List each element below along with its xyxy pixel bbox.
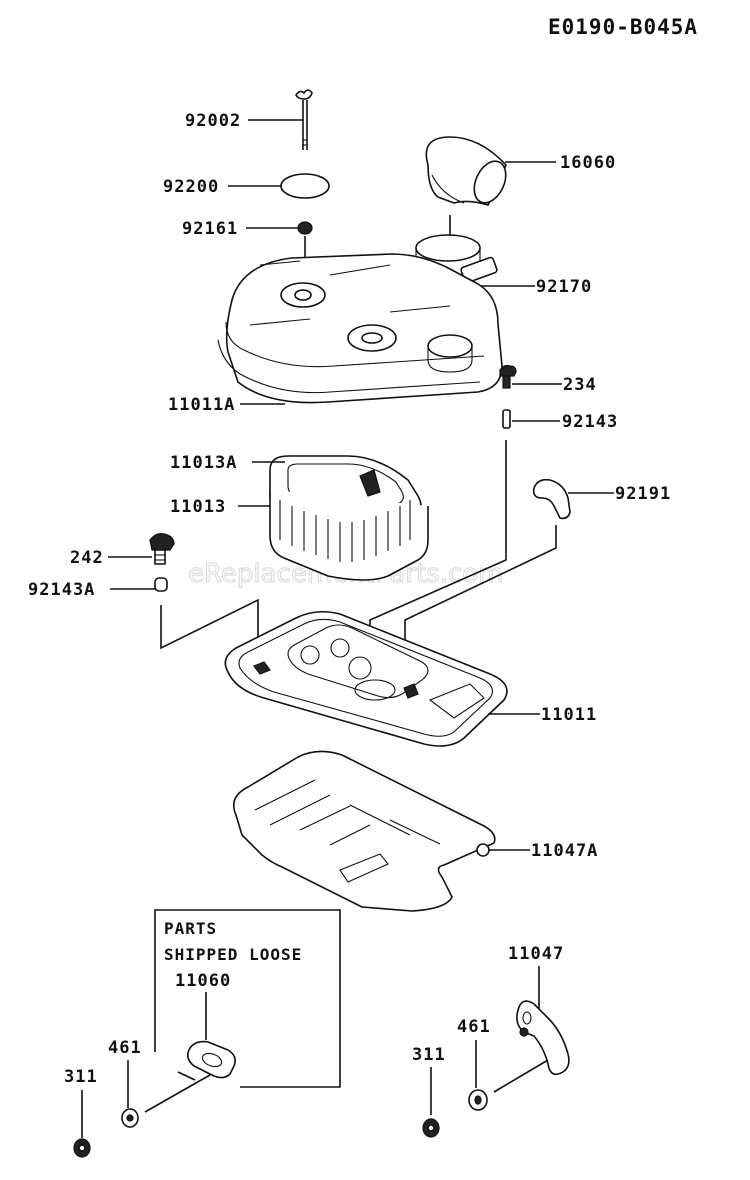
callout-461-right[interactable]: 461	[457, 1017, 491, 1037]
callout-311-left[interactable]: 311	[64, 1067, 98, 1087]
part-11047A-bottom-plate[interactable]	[232, 750, 496, 912]
callout-92143[interactable]: 92143	[562, 412, 618, 432]
assembly-line	[144, 1074, 211, 1113]
callout-92191[interactable]: 92191	[615, 484, 671, 504]
box-title-shipped-loose: SHIPPED LOOSE	[164, 945, 302, 964]
part-92191-hose[interactable]	[532, 478, 571, 520]
assembly-line	[493, 1059, 549, 1093]
part-11013-filter-element[interactable]	[269, 455, 429, 581]
callout-242[interactable]: 242	[70, 548, 104, 568]
part-92002-wing-bolt[interactable]	[295, 89, 313, 150]
callout-11047[interactable]: 11047	[508, 944, 564, 964]
part-11060-gasket[interactable]	[186, 1040, 236, 1079]
part-11011-base[interactable]	[224, 610, 508, 747]
parts-shipped-loose-box: PARTS SHIPPED LOOSE	[154, 909, 341, 1088]
part-92143-collar[interactable]	[502, 409, 511, 429]
callout-92200[interactable]: 92200	[163, 177, 219, 197]
callout-11011[interactable]: 11011	[541, 705, 597, 725]
part-92200-washer[interactable]	[280, 173, 330, 199]
assembly-line	[160, 598, 259, 668]
callout-311-right[interactable]: 311	[412, 1045, 446, 1065]
part-461-right-washer[interactable]	[468, 1089, 488, 1111]
callout-461-left[interactable]: 461	[108, 1038, 142, 1058]
part-11047-bracket[interactable]	[516, 1000, 570, 1076]
part-16060-elbow-duct[interactable]	[425, 136, 512, 208]
callout-11047A[interactable]: 11047A	[531, 841, 598, 861]
part-92143A-collar[interactable]	[154, 577, 168, 592]
callout-11013[interactable]: 11013	[170, 497, 226, 517]
callout-11013A[interactable]: 11013A	[170, 453, 237, 473]
callout-11011A[interactable]: 11011A	[168, 395, 235, 415]
part-234-bolt[interactable]	[499, 364, 517, 389]
part-92161-grommet[interactable]	[297, 221, 313, 235]
diagram-id: E0190-B045A	[548, 15, 698, 39]
callout-11060[interactable]: 11060	[175, 971, 231, 991]
callout-234[interactable]: 234	[563, 375, 597, 395]
box-title-parts: PARTS	[164, 919, 217, 938]
callout-92170[interactable]: 92170	[536, 277, 592, 297]
part-11011A-cover[interactable]	[217, 253, 503, 404]
callout-92143A[interactable]: 92143A	[28, 580, 95, 600]
callout-16060[interactable]: 16060	[560, 153, 616, 173]
part-242-bolt[interactable]	[149, 533, 175, 565]
part-311-left-nut[interactable]	[73, 1138, 91, 1158]
callout-92161[interactable]: 92161	[182, 219, 238, 239]
part-311-right-nut[interactable]	[422, 1118, 440, 1138]
assembly-line	[177, 1071, 196, 1081]
callout-92002[interactable]: 92002	[185, 111, 241, 131]
part-461-left-washer[interactable]	[121, 1108, 139, 1128]
